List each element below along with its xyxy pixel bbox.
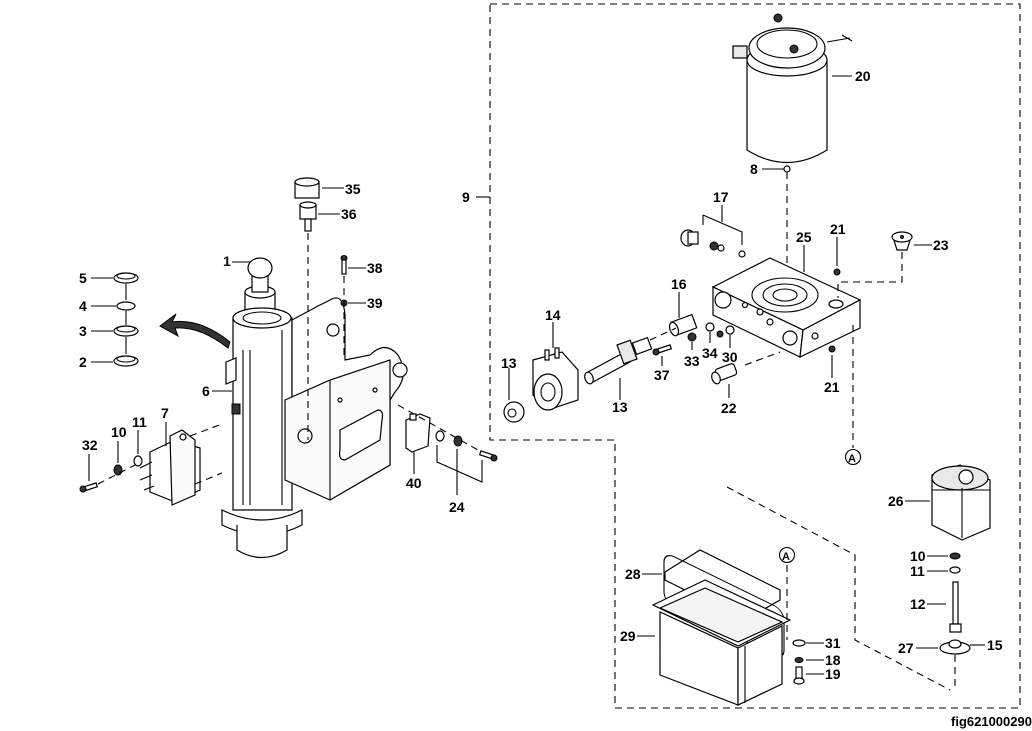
callout-28: 28 [625,566,641,582]
fitting-group-17 [680,229,746,258]
solenoid-coil-14 [532,347,579,411]
callout-22: 22 [721,400,737,416]
cartridge-valve-13 [584,336,653,385]
detail-arrow-icon [159,313,231,349]
callout-13-valve: 13 [612,399,628,415]
screw-24 [478,450,498,462]
washer-11 [133,455,143,467]
callout-26: 26 [888,493,904,509]
bumper-35 [294,177,320,199]
callout-17: 17 [713,189,729,205]
check-valve-22 [711,363,738,385]
valve-block-25 [711,257,862,359]
seal-33 [687,332,697,342]
callout-9: 9 [462,189,470,205]
callout-38: 38 [367,260,383,276]
callout-7: 7 [161,405,169,421]
subassembly-boundary [489,3,1021,709]
figure-id-label: fig6210002900 [951,714,1032,729]
callout-36: 36 [341,206,357,222]
seal-10-pump [949,552,961,560]
bumper-36 [299,201,317,232]
seal-18 [794,657,804,663]
callout-12: 12 [910,596,926,612]
washer-10 [113,464,123,476]
callout-19: 19 [825,666,841,682]
seal-30 [725,325,735,335]
callout-11: 11 [132,414,147,430]
seal-11-pump [949,566,961,574]
callout-29: 29 [620,628,636,644]
callout-34: 34 [702,345,718,361]
callout-39: 39 [367,295,383,311]
seal-34 [705,322,715,332]
reference-marker-a [844,448,862,466]
reference-label-a-tank: A [782,551,790,563]
screw-32 [79,482,99,493]
callout-35: 35 [345,181,361,197]
washer-24 [435,430,445,442]
motor-20 [732,13,853,173]
callout-40: 40 [406,475,422,491]
plug-21 [833,268,841,276]
screw-37 [652,344,673,356]
filter-27 [939,639,971,655]
switch-40 [405,413,431,453]
callout-21-top: 21 [830,221,846,237]
callout-15: 15 [987,637,1003,653]
drain-plug-19 [793,666,805,685]
breather-cap-23 [891,231,913,251]
callout-13-nut: 13 [501,355,517,371]
callout-16: 16 [671,276,687,292]
callout-10: 10 [111,424,127,440]
callout-30: 30 [722,349,738,365]
reservoir-tank-29 [651,579,792,706]
callout-18: 18 [825,652,841,668]
suction-pipe-12 [949,581,962,633]
callout-27: 27 [898,640,914,656]
callout-4: 4 [79,298,87,314]
lift-column-6 [221,257,303,559]
callout-24: 24 [449,499,465,515]
reference-label-a: A [848,453,856,465]
callout-3: 3 [79,323,87,339]
callout-6: 6 [202,383,210,399]
callout-23: 23 [933,237,949,253]
callout-5: 5 [79,270,87,286]
callout-33: 33 [684,353,700,369]
pump-region-boundary [726,486,951,691]
connector-7 [139,429,201,506]
mounting-bracket [284,297,408,501]
nut-13 [503,401,525,423]
callout-1: 1 [223,253,231,269]
callout-25: 25 [796,229,812,245]
callout-14: 14 [545,307,561,323]
seal-stack [113,272,139,367]
washer-31 [792,639,806,647]
callout-32: 32 [82,437,98,453]
callout-20: 20 [855,68,871,84]
plug-21 [828,345,836,353]
callout-10-pump: 10 [910,548,926,564]
callout-37: 37 [654,367,670,383]
callout-8: 8 [750,161,758,177]
gear-pump-26 [931,464,991,541]
reference-marker-a-tank [778,546,796,564]
screw-38 [340,255,348,275]
callout-11-pump: 11 [910,563,925,579]
callout-31: 31 [825,635,841,651]
callout-2: 2 [79,354,87,370]
callout-21-bottom: 21 [824,379,840,395]
